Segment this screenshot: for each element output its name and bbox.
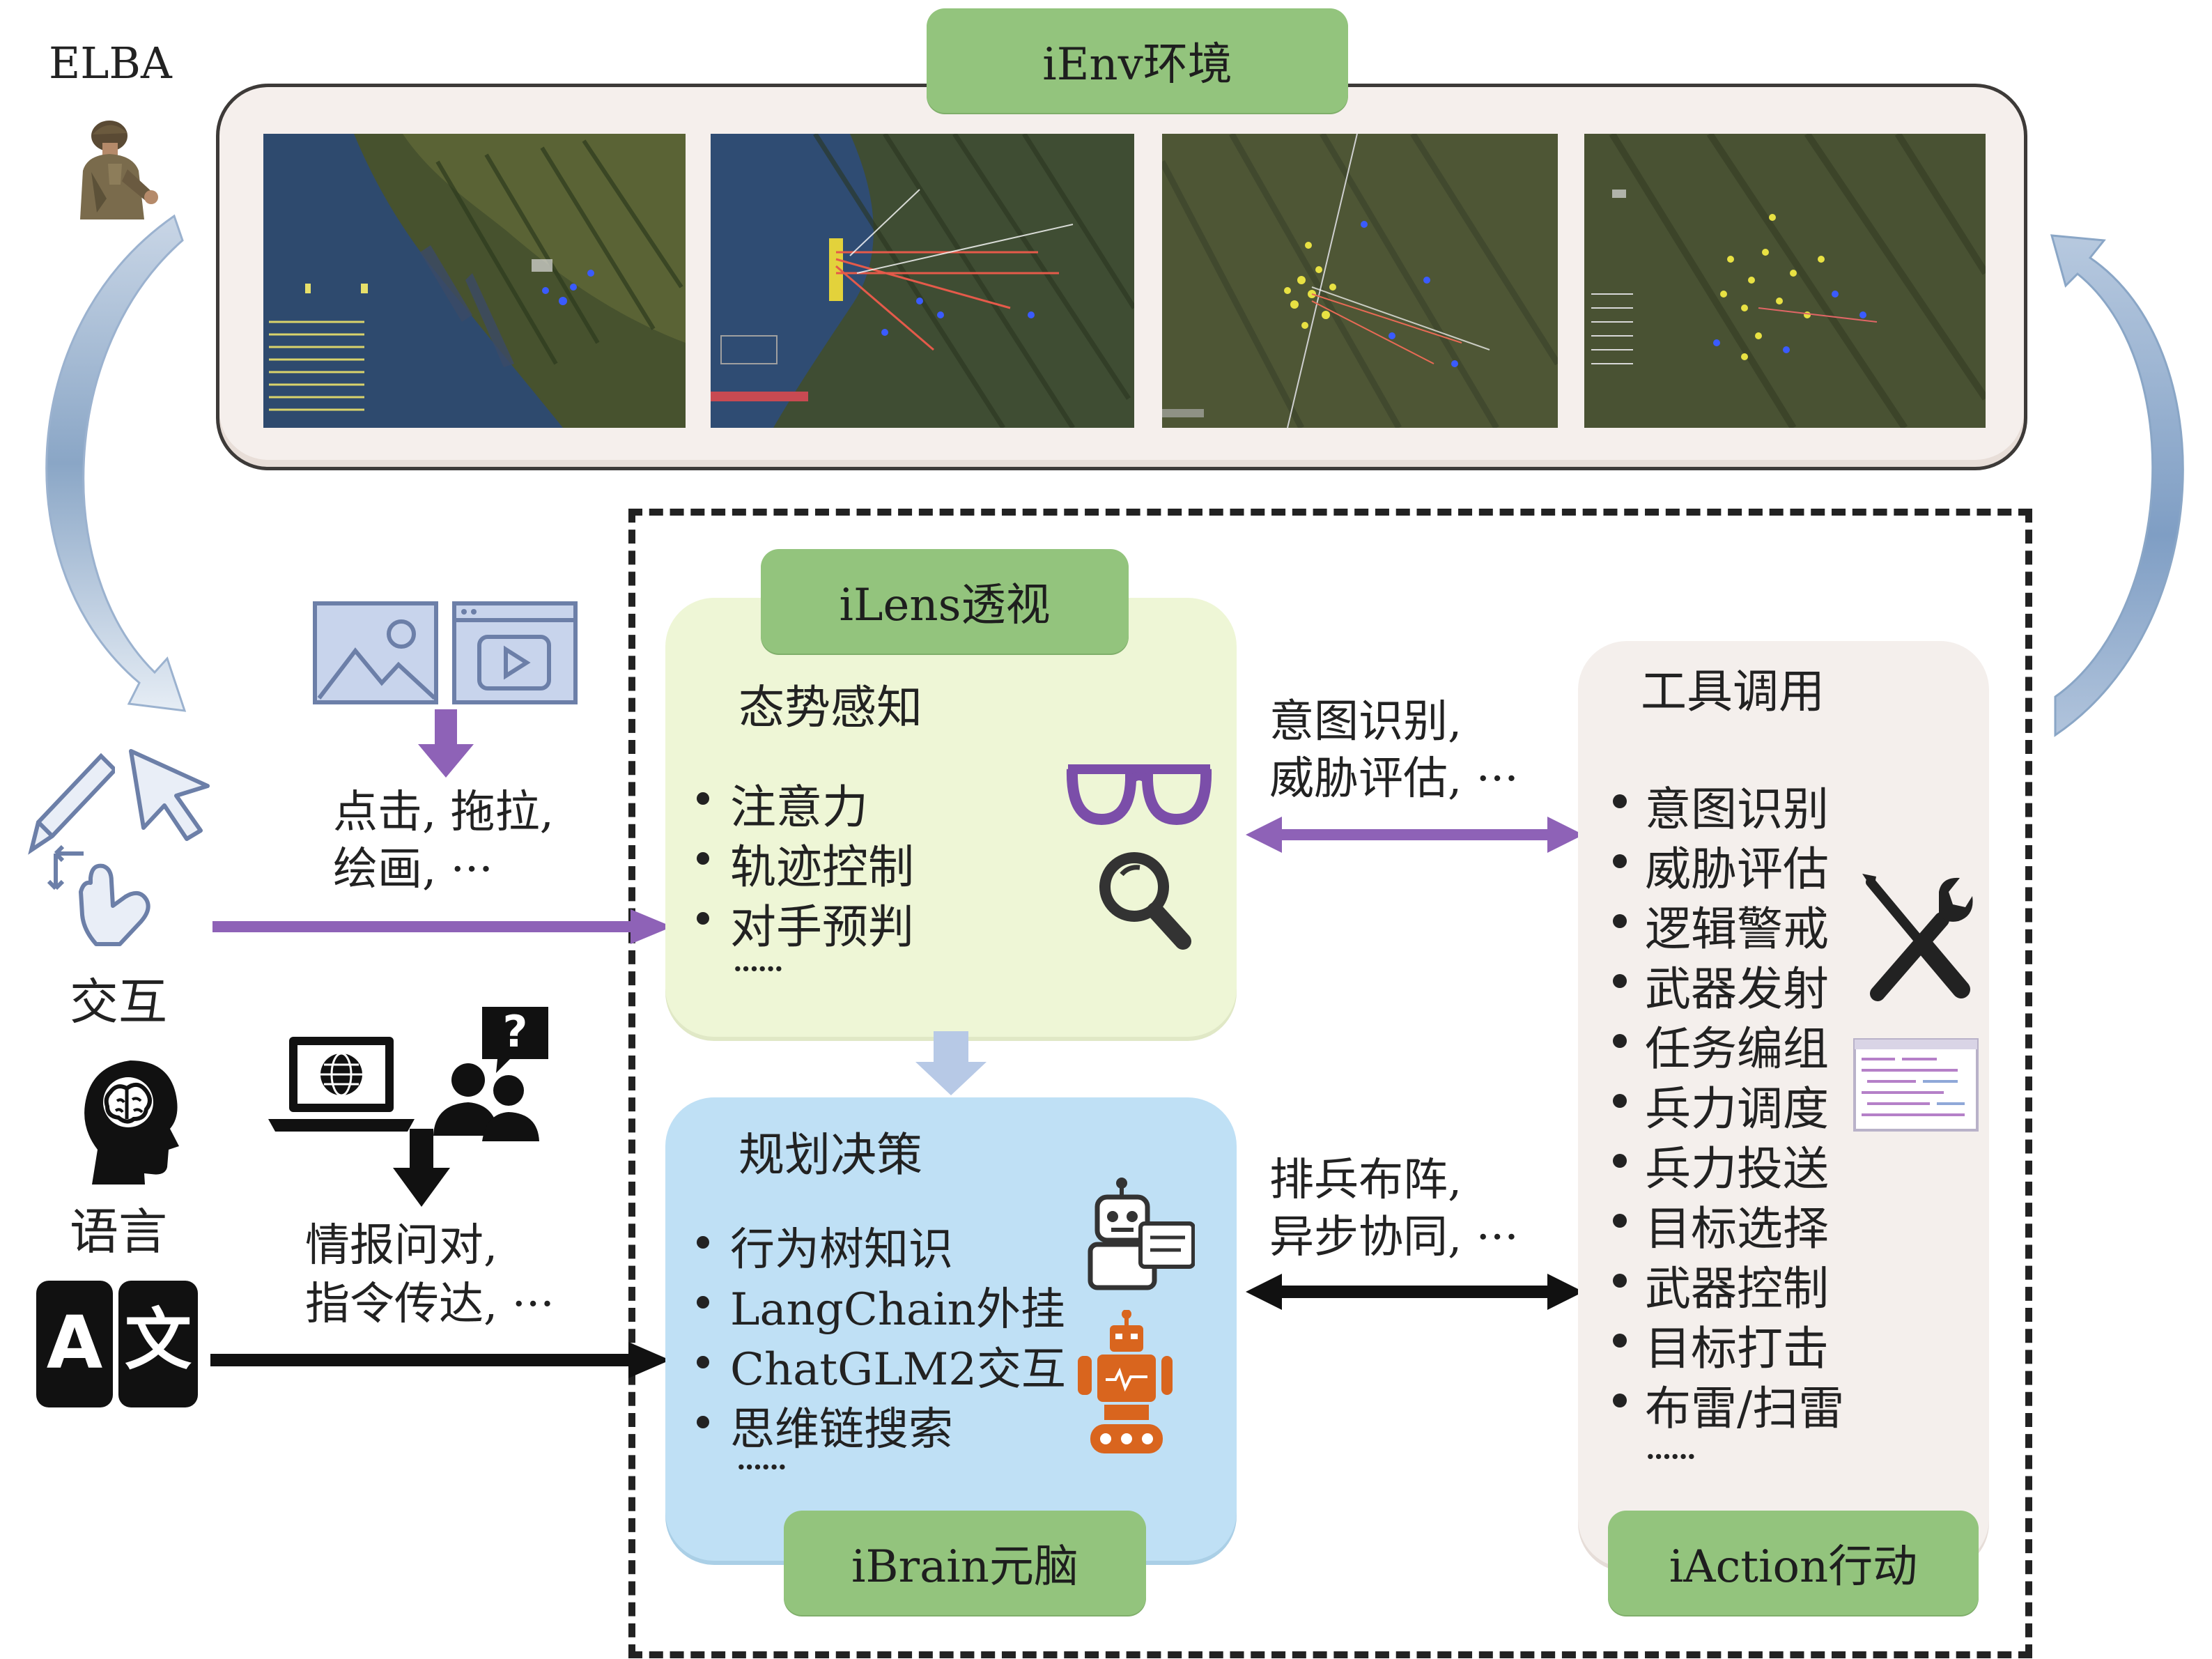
translate-latin-glyph: A xyxy=(46,1300,103,1385)
language-to-ibrain-arrow xyxy=(210,1342,670,1378)
interaction-to-ilens-arrow xyxy=(212,909,672,944)
soldier-icon xyxy=(80,121,158,219)
ibrain-item: LangChain外挂 xyxy=(697,1274,1066,1336)
interaction-text-line-1: 点击, 拖拉, xyxy=(333,787,555,838)
language-text-line-1: 情报问对, xyxy=(305,1220,498,1272)
ibrain-item: 思维链搜索 xyxy=(697,1394,1066,1456)
iaction-item: 兵力调度 xyxy=(1613,1072,1844,1136)
right-curve-arrow xyxy=(2050,234,2184,737)
env-screenshot-1 xyxy=(263,134,686,428)
ilens-iaction-bidirectional-arrow xyxy=(1246,817,1584,853)
ilens-item: 轨迹控制 xyxy=(697,830,914,894)
ilens-item-list: 注意力 轨迹控制 对手预判 xyxy=(697,770,914,954)
black-down-arrow xyxy=(393,1129,450,1207)
magnifier-icon xyxy=(1099,852,1191,950)
translate-cjk-glyph: 文 xyxy=(125,1301,192,1379)
video-icon xyxy=(452,601,578,704)
people-question-icon xyxy=(433,1007,548,1141)
iaction-item: 兵力投送 xyxy=(1613,1132,1844,1196)
iaction-item: 布雷/扫雷 xyxy=(1613,1371,1844,1435)
brain-head-icon xyxy=(84,1060,179,1185)
core-system-dashed-frame xyxy=(628,509,2032,1658)
ibrain-item: ChatGLM2交互 xyxy=(697,1334,1066,1396)
iaction-item: 目标打击 xyxy=(1613,1311,1844,1375)
interaction-text-line-2: 绘画, ··· xyxy=(333,844,493,895)
env-screenshot-2 xyxy=(711,134,1134,428)
middle-bottom-text-line-2: 异步协同, ··· xyxy=(1269,1212,1519,1263)
env-screenshot-3 xyxy=(1162,134,1558,428)
glasses-icon xyxy=(1066,764,1212,826)
ibrain-item-list: 行为树知识 LangChain外挂 ChatGLM2交互 思维链搜索 xyxy=(697,1214,1066,1456)
cursor-icon xyxy=(129,749,210,841)
ilens-more: ······ xyxy=(732,947,785,992)
ibrain-more: ······ xyxy=(735,1445,789,1490)
interaction-label: 交互 xyxy=(70,973,167,1031)
iaction-item: 任务编组 xyxy=(1613,1012,1844,1076)
iaction-item: 武器发射 xyxy=(1613,952,1844,1016)
iaction-item: 逻辑警戒 xyxy=(1613,892,1844,956)
robot-orange-icon xyxy=(1078,1310,1173,1453)
purple-down-arrow xyxy=(418,709,474,778)
laptop-globe-icon xyxy=(268,1037,415,1132)
ibrain-iaction-bidirectional-arrow xyxy=(1246,1274,1584,1310)
env-screenshot-4 xyxy=(1584,134,1986,428)
middle-top-text-line-1: 意图识别, xyxy=(1269,696,1462,748)
iaction-more: ······ xyxy=(1644,1435,1698,1480)
elba-label: ELBA xyxy=(49,38,172,88)
iaction-item-list: 意图识别 威胁评估 逻辑警戒 武器发射 任务编组 兵力调度 兵力投送 目标选择 … xyxy=(1613,772,1844,1435)
iaction-title-tag: iAction行动 xyxy=(1608,1511,1979,1615)
image-icon xyxy=(313,601,438,704)
ilens-item: 注意力 xyxy=(697,770,914,834)
ibrain-title-tag: iBrain元脑 xyxy=(784,1511,1146,1615)
iaction-item: 威胁评估 xyxy=(1613,832,1844,896)
ibrain-heading: 规划决策 xyxy=(738,1128,922,1182)
middle-bottom-text-line-1: 排兵布阵, xyxy=(1269,1155,1462,1206)
ilens-heading: 态势感知 xyxy=(738,681,922,734)
language-label: 语言 xyxy=(70,1203,167,1260)
iaction-heading: 工具调用 xyxy=(1641,665,1825,718)
ibrain-item: 行为树知识 xyxy=(697,1214,1066,1276)
middle-top-text-line-2: 威胁评估, ··· xyxy=(1269,753,1519,805)
code-window-icon xyxy=(1853,1038,1979,1132)
ilens-to-ibrain-arrow xyxy=(915,1031,987,1095)
tools-icon xyxy=(1862,874,1973,1001)
pen-icon xyxy=(28,753,115,855)
iaction-item: 目标选择 xyxy=(1613,1191,1844,1256)
ilens-panel xyxy=(665,598,1237,1037)
touch-icon xyxy=(47,844,150,946)
ienv-title-tag: iEnv环境 xyxy=(927,8,1348,113)
ilens-title-tag: iLens透视 xyxy=(761,549,1129,654)
question-mark: ? xyxy=(502,1006,528,1057)
translate-icon: A 文 xyxy=(36,1281,198,1407)
iaction-item: 武器控制 xyxy=(1613,1251,1844,1315)
ilens-item: 对手预判 xyxy=(697,890,914,954)
language-text-line-2: 指令传达, ··· xyxy=(305,1279,555,1330)
iaction-item: 意图识别 xyxy=(1613,772,1844,836)
robot-chat-icon xyxy=(1088,1178,1195,1290)
left-curve-arrow xyxy=(45,214,187,712)
